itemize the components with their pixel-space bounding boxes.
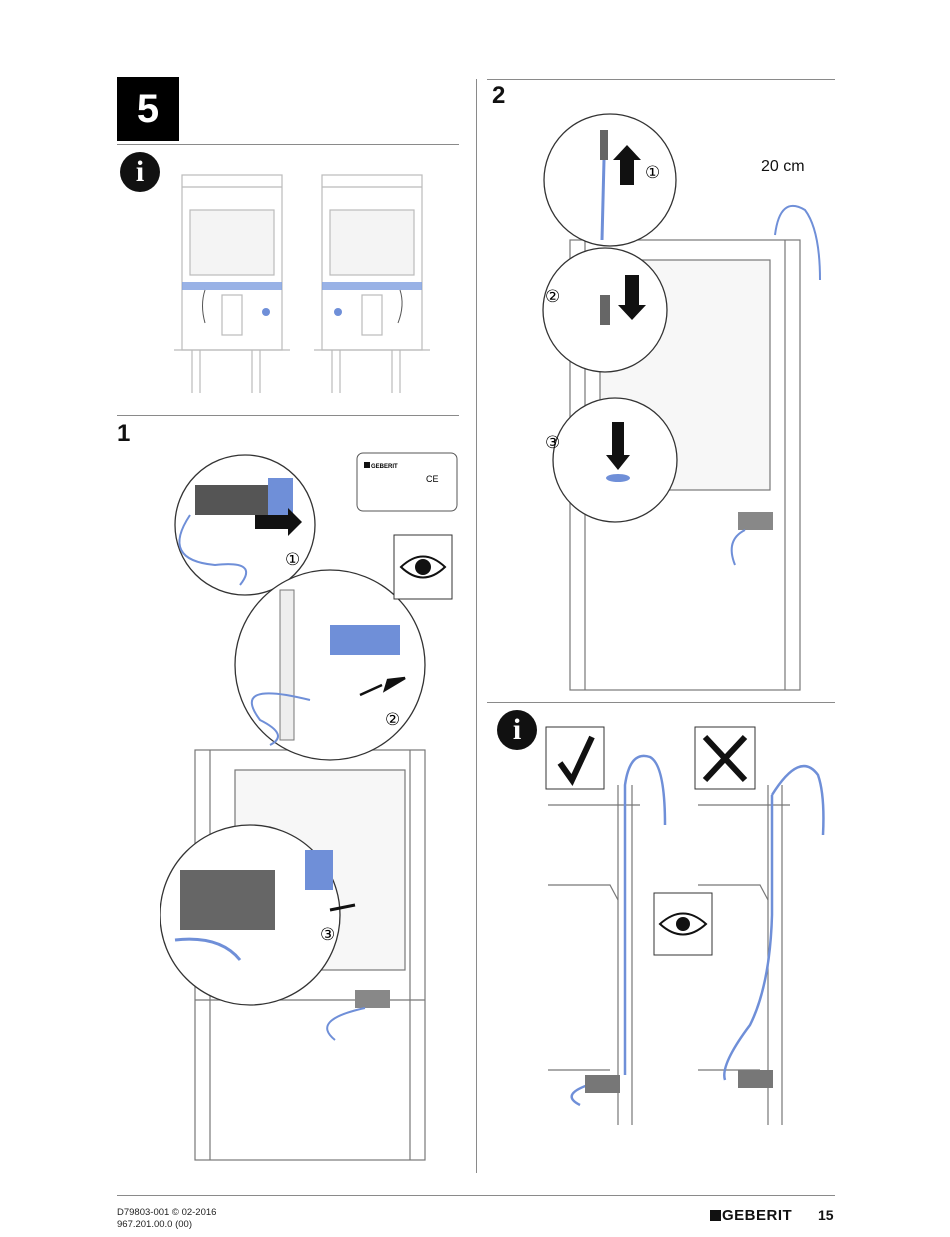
label-card: GEBERIT CE [356,452,458,512]
svg-text:GEBERIT: GEBERIT [371,464,398,470]
step-number-box: 5 [117,77,179,141]
svg-text:①: ① [645,163,660,182]
cable-routing-illustration [540,725,830,1135]
svg-text:③: ③ [545,433,560,452]
svg-text:③: ③ [320,925,335,944]
frame-comparison-illustration [170,165,450,405]
eye-icon [393,534,453,600]
brand-logo: GEBERIT [710,1207,792,1224]
column-divider [476,79,477,1173]
section-number-2: 2 [492,82,505,110]
dimension-label: 20 cm [761,158,805,176]
part-code: 967.201.00.0 (00) [117,1219,192,1230]
doc-code: D79803-001 © 02-2016 [117,1207,216,1218]
section2-illustration: ① ② ③ [540,110,830,700]
eye-icon [654,893,712,955]
divider-footer [117,1195,835,1196]
svg-text:②: ② [385,710,400,729]
page-number: 15 [818,1207,834,1223]
info-icon: i [497,710,537,750]
info-icon: i [120,152,160,192]
divider-section1 [117,415,459,416]
divider-section2 [487,79,835,80]
step-number: 5 [137,87,159,132]
divider-top-left [117,144,459,145]
svg-text:②: ② [545,287,560,306]
section-number-1: 1 [117,420,130,448]
svg-text:①: ① [285,550,300,569]
svg-text:CE: CE [426,474,439,484]
divider-info2 [487,702,835,703]
